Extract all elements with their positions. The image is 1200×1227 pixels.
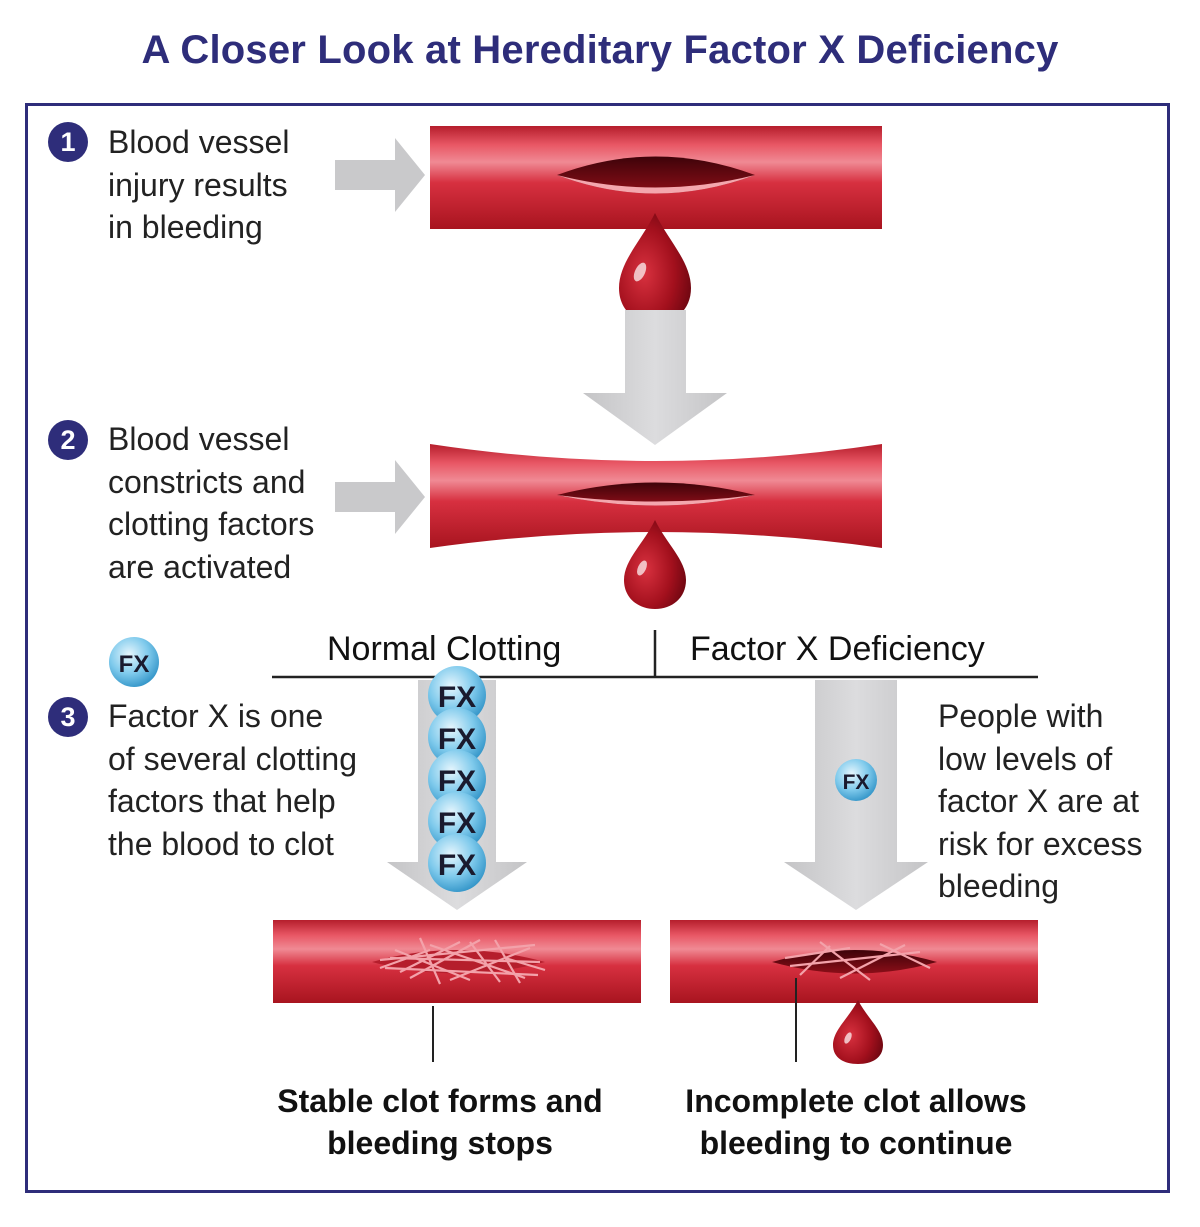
column-header-normal: Normal Clotting <box>327 630 562 668</box>
caption-deficiency: Incomplete clot allows bleeding to conti… <box>685 1083 1027 1161</box>
fx-molecule: FX <box>428 750 486 808</box>
fx-label: FX <box>438 849 476 882</box>
blood-drop-2 <box>624 520 686 609</box>
caption-normal: Stable clot forms and bleeding stops <box>277 1083 603 1161</box>
blood-drop-1 <box>619 213 691 323</box>
fx-molecule: FX <box>428 792 486 850</box>
step-2-text: Blood vessel constricts and clotting fac… <box>108 421 315 585</box>
fx-label: FX <box>843 771 870 794</box>
step-3-badge: 3 <box>48 697 88 737</box>
page-title: A Closer Look at Hereditary Factor X Def… <box>141 28 1059 72</box>
fibrin-mesh <box>379 937 546 985</box>
step-2-badge: 2 <box>48 420 88 460</box>
vessel-cut-2 <box>557 482 755 506</box>
fx-molecule: FX <box>428 834 486 892</box>
down-arrow-1 <box>583 310 727 445</box>
side-arrow-1 <box>335 138 425 212</box>
fx-legend-icon: FX <box>109 637 159 687</box>
blood-drop-3 <box>833 1000 883 1064</box>
step-1-text: Blood vessel injury results in bleeding <box>108 124 290 245</box>
fx-stack: FX FX FX FX FX <box>428 666 486 892</box>
diagram-frame <box>25 103 1170 1193</box>
column-header-deficiency: Factor X Deficiency <box>690 630 985 668</box>
step-3-text: Factor X is one of several clotting fact… <box>108 698 358 862</box>
step-1-badge: 1 <box>48 122 88 162</box>
vessel-open-cut <box>772 950 937 974</box>
vessel-cut-1 <box>557 156 755 194</box>
side-arrow-2 <box>335 460 425 534</box>
fx-label: FX <box>119 651 150 678</box>
fx-molecule-single: FX <box>835 759 877 801</box>
sparse-fibrin <box>784 941 931 981</box>
deficiency-note: People with low levels of factor X are a… <box>938 698 1143 904</box>
